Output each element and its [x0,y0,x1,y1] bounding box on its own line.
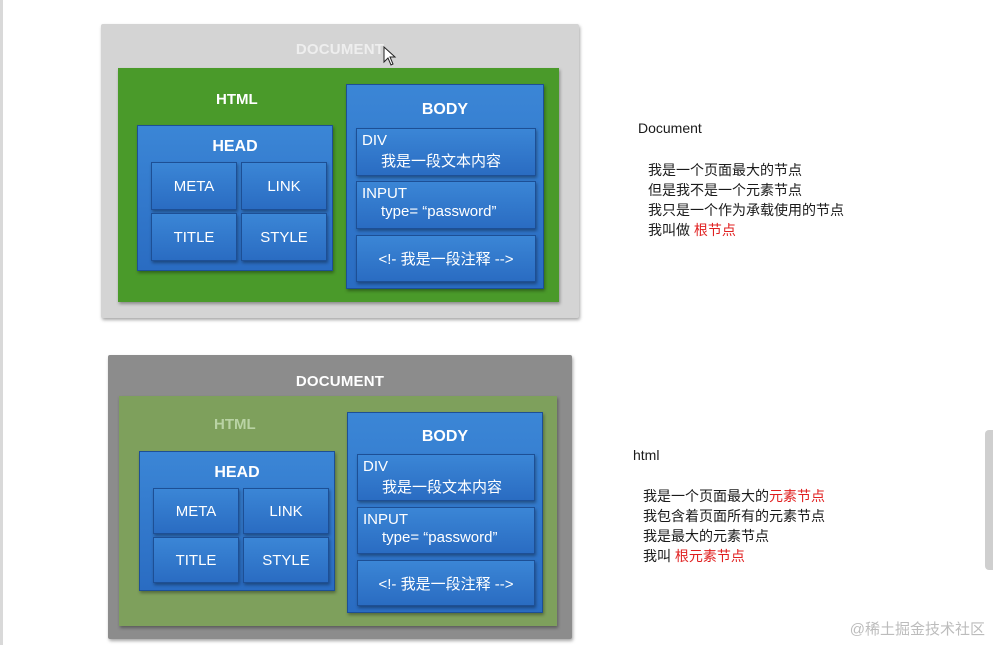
notes-document-heading: Document [638,120,702,136]
body-div-element: DIV 我是一段文本内容 [356,128,536,176]
notes-document-line-3: 我只是一个作为承载使用的节点 [648,202,844,218]
notes-html-line-3: 我是最大的元素节点 [643,528,769,544]
head-cell-title: TITLE [153,537,239,583]
notes-html-root-element-node: 根元素节点 [674,548,745,564]
body-box: BODY DIV 我是一段文本内容 INPUT type= “password”… [347,412,543,613]
notes-html-element-node: 元素节点 [769,488,825,504]
input-tag: INPUT [362,185,407,202]
notes-html-line-1-prefix: 我是一个页面最大的 [643,488,769,504]
head-cell-link: LINK [241,162,327,210]
body-comment-node: <!- 我是一段注释 --> [357,560,535,606]
head-label: HEAD [212,138,258,155]
head-cell-style: STYLE [241,213,327,261]
head-cell-title: TITLE [151,213,237,261]
watermark: @稀土掘金技术社区 [849,621,985,638]
notes-document-line-2: 但是我不是一个元素节点 [648,182,802,198]
body-label: BODY [421,101,469,118]
diagram-html-highlight: DOCUMENT HTML HEAD META LINK TITLE STYLE… [108,355,572,639]
document-label: DOCUMENT [295,373,385,390]
html-label: HTML [214,416,256,433]
html-label: HTML [216,91,258,108]
input-attr: type= “password” [382,529,498,546]
scroll-handle[interactable] [985,430,993,570]
body-box: BODY DIV 我是一段文本内容 INPUT type= “password”… [346,84,544,289]
head-cell-link: LINK [243,488,329,534]
body-input-element: INPUT type= “password” [356,181,536,229]
div-tag: DIV [362,132,388,149]
notes-html-line-4: 我叫 根元素节点 [643,546,745,566]
diagram-document-highlight: DOCUMENT HTML HEAD META LINK TITLE STYLE… [101,24,579,318]
notes-document-line-4-prefix: 我叫做 [648,222,694,238]
notes-document-root-node: 根节点 [693,222,736,238]
body-label: BODY [421,428,469,445]
input-tag: INPUT [363,511,408,528]
mouse-cursor-icon [383,46,397,66]
comment-text: <!- 我是一段注释 --> [378,251,514,268]
notes-html-line-1: 我是一个页面最大的元素节点 [643,486,825,506]
left-edge-divider [0,0,3,645]
div-tag: DIV [363,458,389,475]
head-box: HEAD META LINK TITLE STYLE [137,125,333,271]
head-cell-style: STYLE [243,537,329,583]
div-text: 我是一段文本内容 [381,153,502,170]
head-box: HEAD META LINK TITLE STYLE [139,451,335,591]
notes-html-line-2: 我包含着页面所有的元素节点 [643,508,825,524]
notes-document-line-4: 我叫做 根节点 [648,220,736,240]
body-comment-node: <!- 我是一段注释 --> [356,235,536,282]
notes-html-line-4-prefix: 我叫 [643,548,675,564]
body-input-element: INPUT type= “password” [357,507,535,554]
head-label: HEAD [214,464,260,481]
div-text: 我是一段文本内容 [382,479,503,496]
notes-document-line-1: 我是一个页面最大的节点 [648,162,802,178]
document-label: DOCUMENT [295,41,385,58]
comment-text: <!- 我是一段注释 --> [378,575,514,593]
input-attr: type= “password” [381,203,497,220]
notes-html-heading: html [633,447,660,463]
body-div-element: DIV 我是一段文本内容 [357,454,535,501]
head-cell-meta: META [151,162,237,210]
head-cell-meta: META [153,488,239,534]
